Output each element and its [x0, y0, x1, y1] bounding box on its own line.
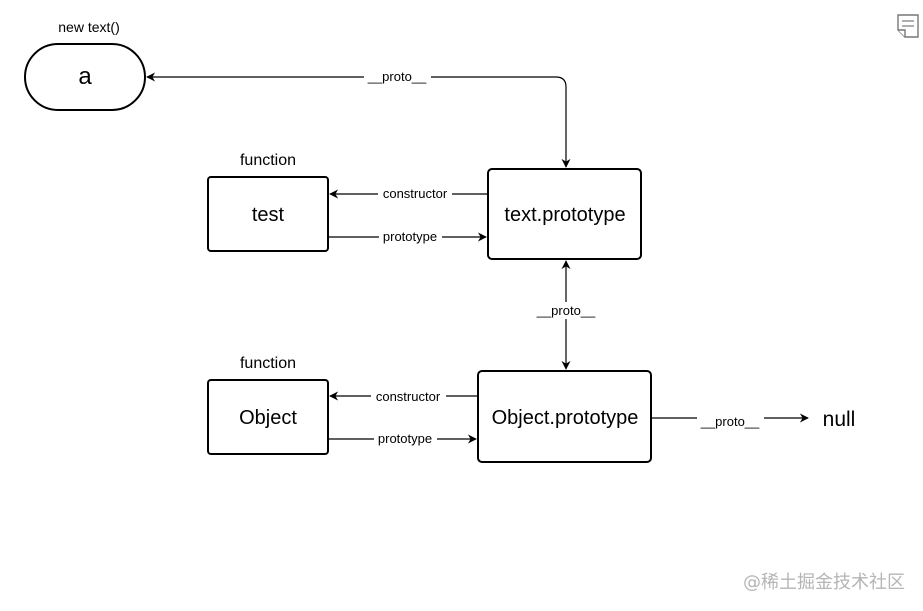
test-function-node[interactable]: test [207, 176, 329, 252]
test-caption: function [240, 152, 296, 169]
test-node-label: test [252, 204, 285, 226]
instance-node-a[interactable]: a [24, 43, 146, 111]
instance-caption: new text() [58, 19, 119, 35]
watermark: @稀土掘金技术社区 [743, 572, 905, 593]
text-prototype-node[interactable]: text.prototype [487, 168, 642, 260]
edge-label-test-constructor: constructor [383, 186, 448, 201]
edge-label-object-prototype: prototype [378, 431, 432, 446]
edge-proto-a-text-prototype [146, 72, 571, 168]
object-function-node[interactable]: Object [207, 379, 329, 455]
edge-label-proto-object-null: __proto__ [700, 414, 760, 429]
object-caption: function [240, 355, 296, 372]
object-node-label: Object [239, 407, 297, 429]
edge-label-proto-text-object: __proto__ [536, 303, 596, 318]
text-prototype-label: text.prototype [504, 204, 625, 226]
null-node: null [823, 408, 856, 431]
object-prototype-node[interactable]: Object.prototype [477, 370, 652, 463]
edge-label-test-prototype: prototype [383, 229, 437, 244]
edge-label-object-constructor: constructor [376, 389, 441, 404]
instance-node-label: a [78, 63, 92, 90]
object-prototype-label: Object.prototype [492, 407, 639, 429]
page-corner-icon [897, 14, 919, 38]
edge-label-proto-a: __proto__ [367, 69, 427, 84]
